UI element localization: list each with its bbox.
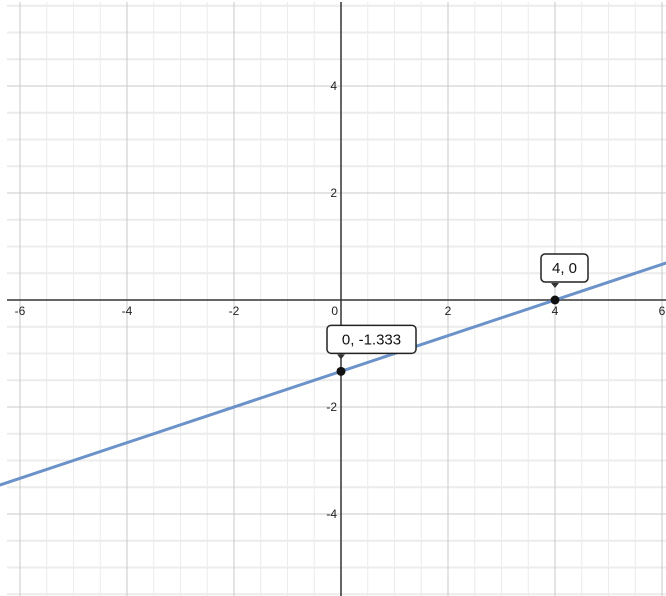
y-tick-label: 2 [330, 186, 337, 200]
point-label-box [326, 324, 417, 355]
point-label-text: 0, -1.333 [342, 331, 401, 348]
y-tick-label: -4 [326, 507, 337, 521]
x-tick-label: 2 [445, 304, 452, 318]
y-tick-label: -2 [326, 400, 337, 414]
point-label-box [540, 253, 589, 283]
x-tick-label: 0 [331, 304, 338, 318]
point-marker[interactable] [550, 295, 560, 305]
labeled-point[interactable]: 4, 0 [540, 253, 589, 305]
point-label-text: 4, 0 [552, 260, 577, 277]
labeled-point[interactable]: 0, -1.333 [326, 324, 417, 376]
point-label-pointer [337, 354, 345, 360]
labeled-points[interactable]: 0, -1.333 4, 0 [326, 253, 589, 376]
x-tick-label: 6 [659, 304, 666, 318]
y-tick-label: 4 [330, 79, 337, 93]
tick-labels: -6 -4 -2 0 2 4 6 -4 -2 2 4 [15, 79, 666, 521]
point-marker[interactable] [336, 366, 346, 376]
x-tick-label: -6 [15, 304, 26, 318]
point-label-pointer [551, 283, 559, 288]
x-tick-label: -4 [122, 304, 133, 318]
x-tick-label: 4 [552, 304, 559, 318]
major-grid [7, 2, 666, 596]
x-tick-label: -2 [229, 304, 240, 318]
